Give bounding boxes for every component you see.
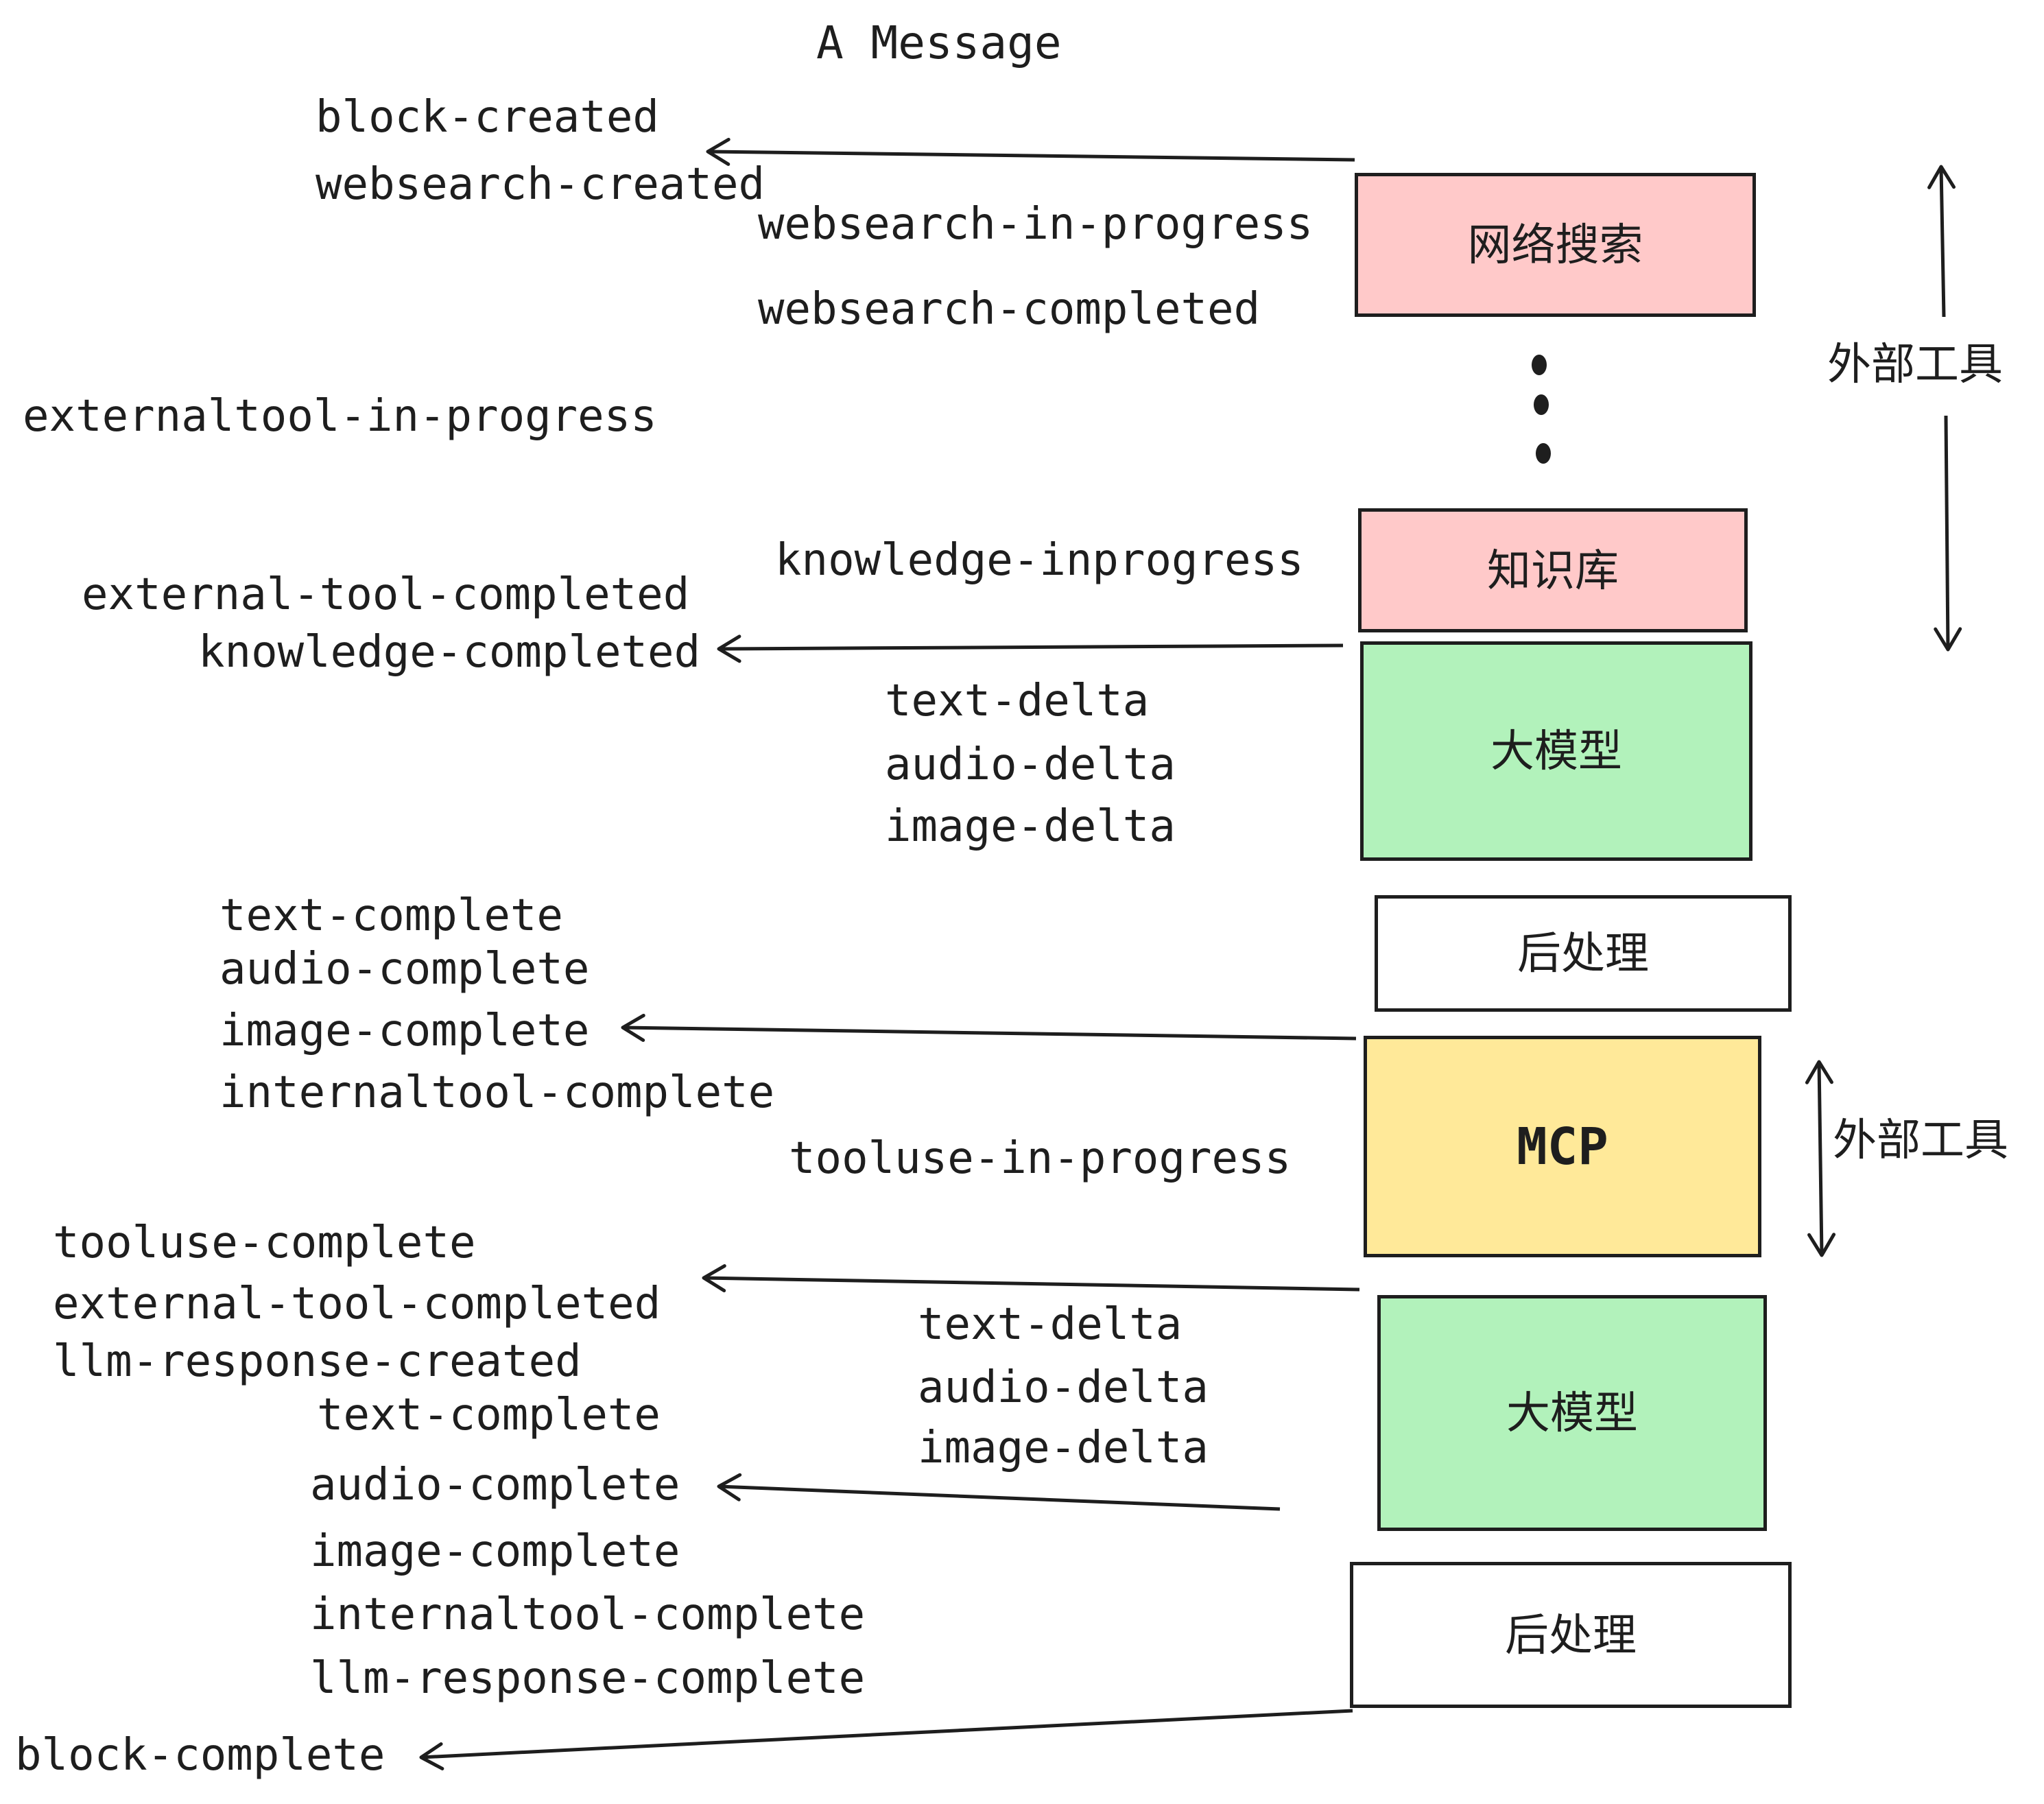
event-internaltool-complete: internaltool-complete <box>219 1067 775 1118</box>
event-block-complete: block-complete <box>15 1730 385 1781</box>
event-text-delta-2: text-delta <box>918 1299 1183 1350</box>
ellipsis-dot <box>1532 355 1547 375</box>
node-llm-2: 大模型 <box>1377 1295 1767 1531</box>
event-text-complete: text-complete <box>219 890 563 941</box>
event-external-tool-completed: external-tool-completed <box>82 569 690 620</box>
node-postprocess-2: 后处理 <box>1350 1562 1792 1708</box>
arrow-image-complete <box>621 1013 1357 1042</box>
event-websearch-completed: websearch-completed <box>758 284 1261 335</box>
event-image-complete-2: image-complete <box>310 1526 680 1577</box>
ellipsis-dot <box>1536 443 1551 464</box>
node-websearch: 网络搜索 <box>1355 173 1756 317</box>
event-llm-response-created: llm-response-created <box>53 1336 582 1387</box>
event-websearch-in-progress: websearch-in-progress <box>758 199 1314 250</box>
external-tools-span-double-arrow <box>1805 1060 1836 1257</box>
event-knowledge-completed: knowledge-completed <box>198 627 701 678</box>
node-postprocess: 后处理 <box>1375 895 1792 1012</box>
event-image-delta: image-delta <box>885 801 1176 852</box>
external-tools-label-2: 外部工具 <box>1833 1115 2008 1165</box>
external-tools-span-up-arrow <box>1927 165 1956 318</box>
event-knowledge-inprogress: knowledge-inprogress <box>775 535 1304 586</box>
ellipsis-dot <box>1534 394 1549 415</box>
event-image-complete: image-complete <box>219 1006 590 1056</box>
node-mcp: MCP <box>1364 1036 1761 1257</box>
event-external-tool-completed-2: external-tool-completed <box>53 1279 661 1329</box>
event-block-created: block-created <box>316 92 659 143</box>
arrow-block-complete <box>419 1709 1353 1770</box>
event-image-delta-2: image-delta <box>918 1423 1209 1473</box>
arrow-tooluse-complete <box>702 1264 1360 1293</box>
node-knowledge-base: 知识库 <box>1358 508 1748 632</box>
event-llm-response-complete: llm-response-complete <box>310 1653 866 1704</box>
event-tooluse-in-progress: tooluse-in-progress <box>789 1133 1292 1184</box>
event-externaltool-in-progress: externaltool-in-progress <box>23 391 657 442</box>
event-audio-complete: audio-complete <box>219 944 590 995</box>
external-tools-label: 外部工具 <box>1827 340 2003 389</box>
event-text-delta: text-delta <box>885 676 1150 726</box>
event-internaltool-complete-2: internaltool-complete <box>310 1589 866 1640</box>
event-tooluse-complete: tooluse-complete <box>53 1218 476 1268</box>
arrow-knowledge-completed <box>717 634 1344 663</box>
arrow-websearch-created <box>706 137 1355 166</box>
event-audio-delta: audio-delta <box>885 739 1176 790</box>
diagram-title: A Message <box>816 16 1062 69</box>
node-llm: 大模型 <box>1360 641 1752 861</box>
event-text-complete-2: text-complete <box>317 1390 661 1440</box>
external-tools-span-down-arrow <box>1934 415 1962 652</box>
event-audio-delta-2: audio-delta <box>918 1362 1209 1413</box>
arrow-audio-complete <box>717 1473 1281 1511</box>
event-websearch-created: websearch-created <box>316 159 765 210</box>
event-audio-complete-2: audio-complete <box>310 1460 680 1510</box>
